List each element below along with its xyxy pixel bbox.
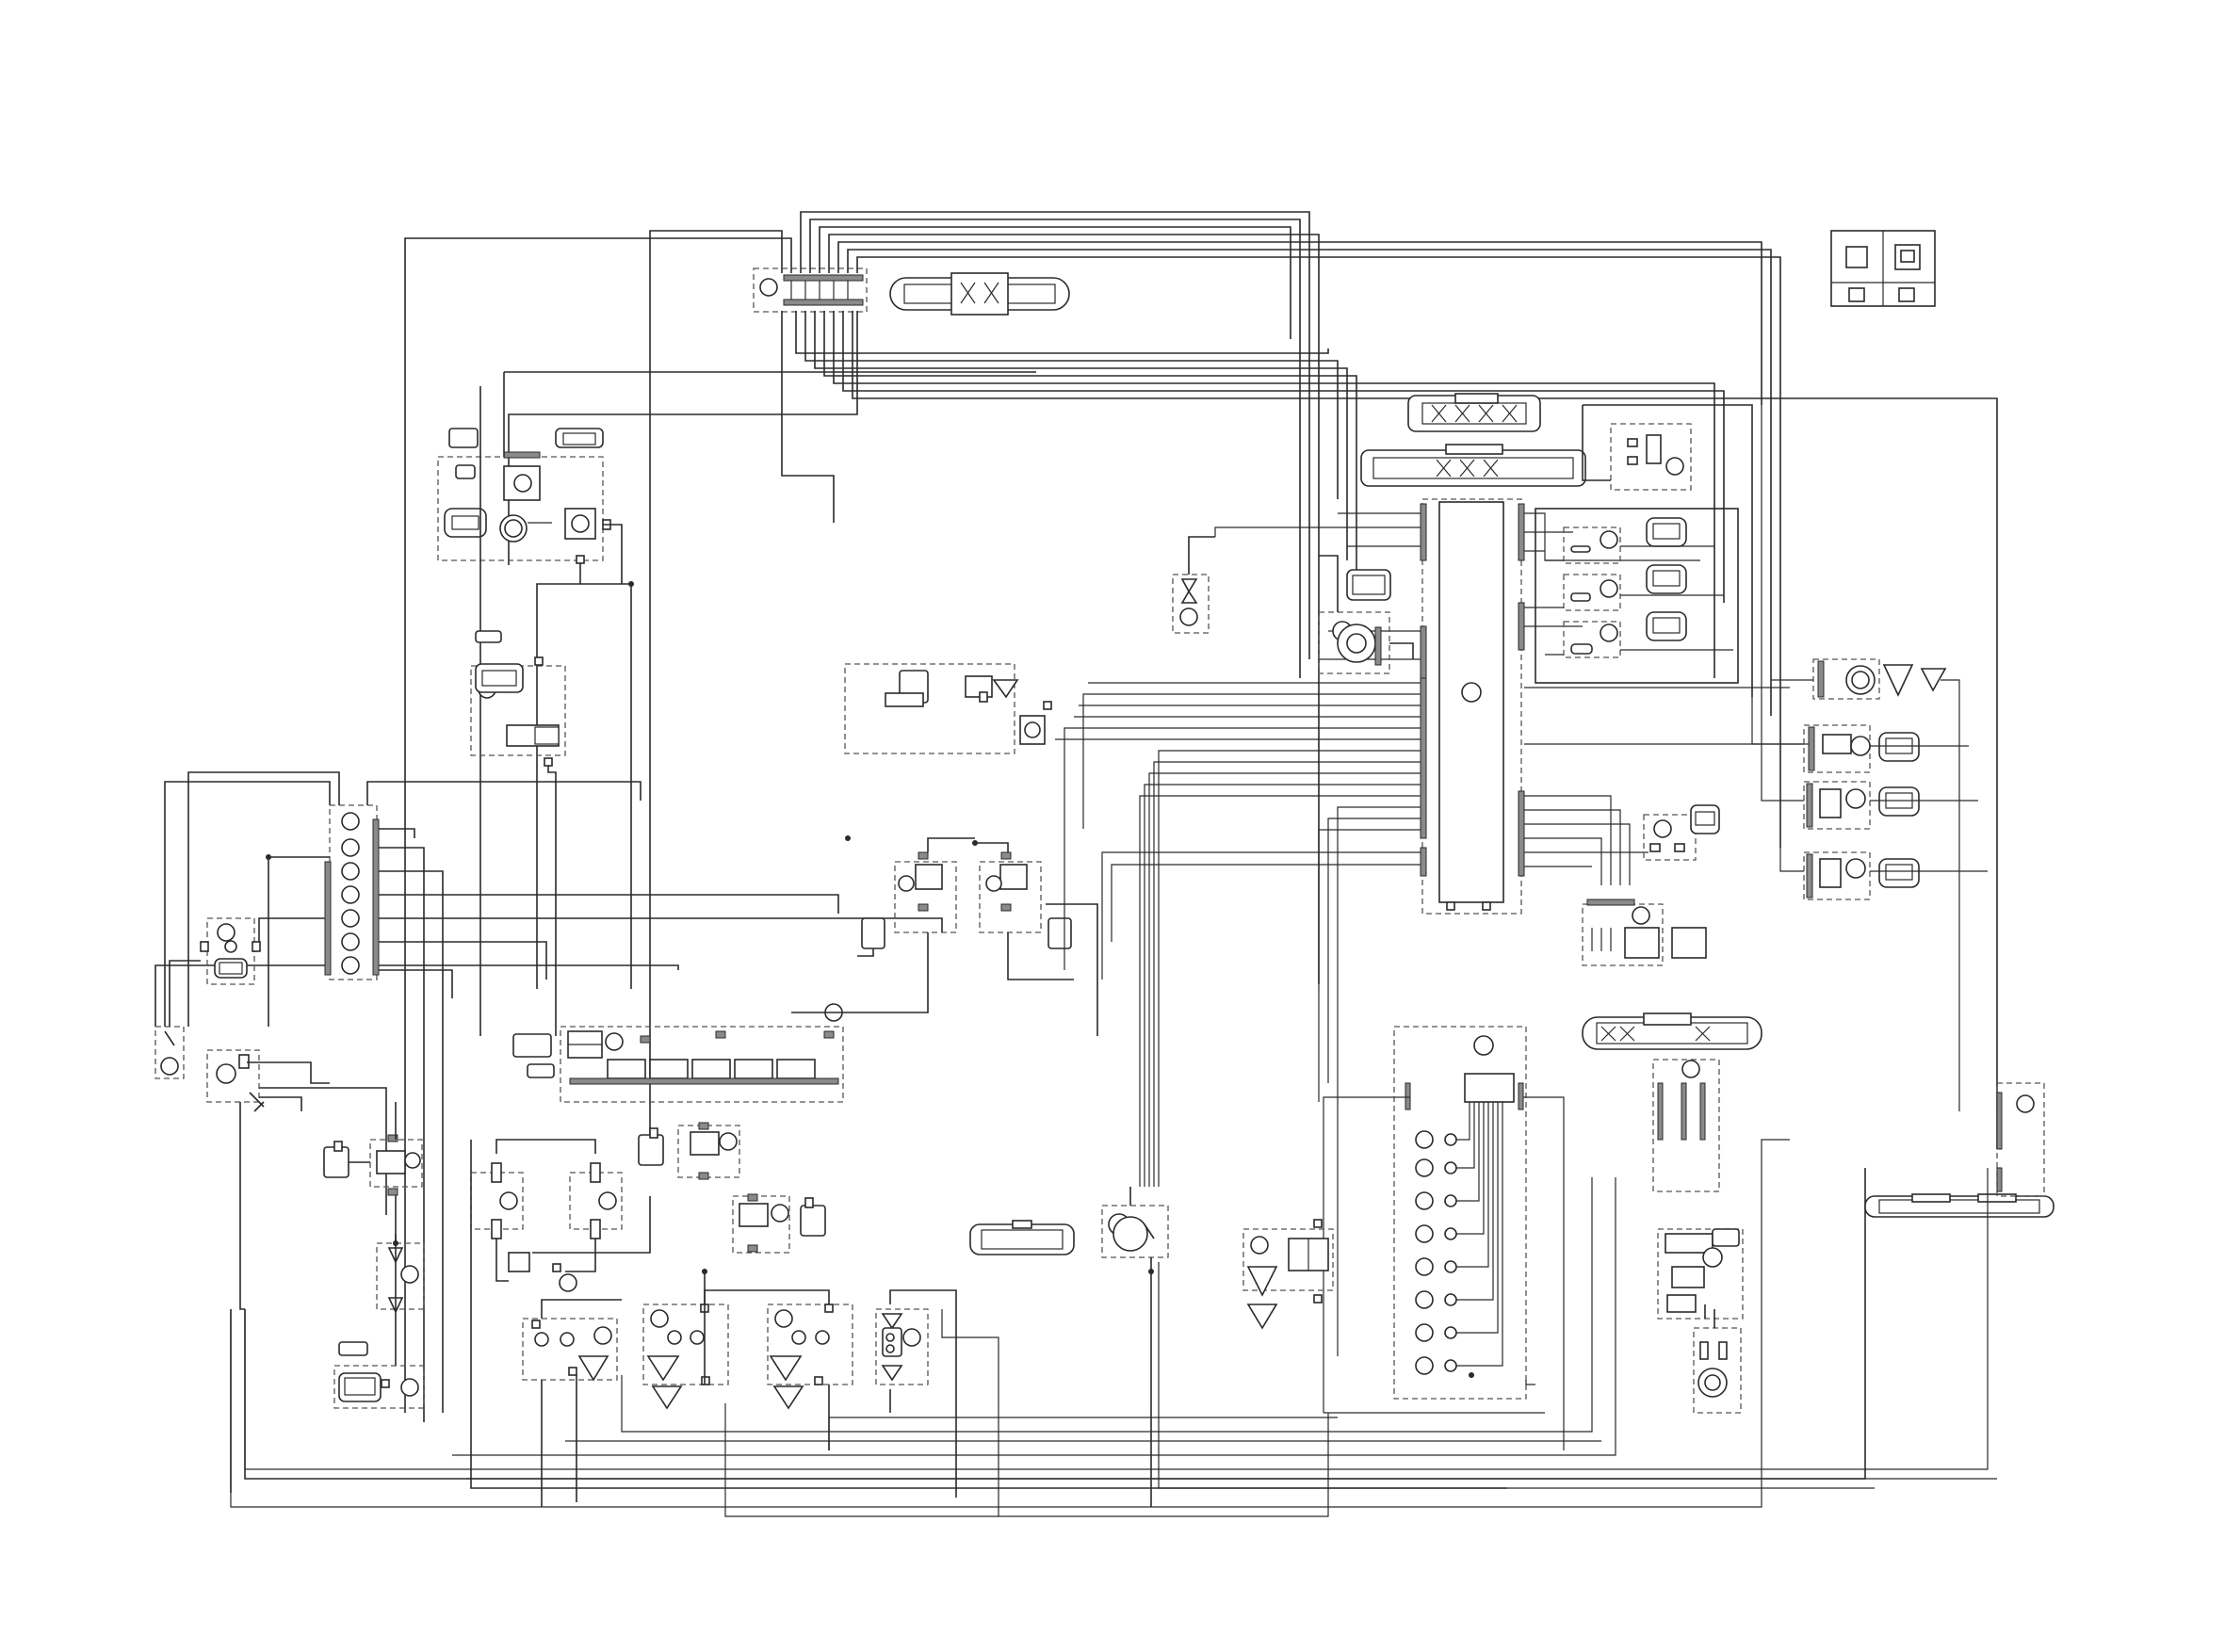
switch-block-right (1582, 899, 1707, 966)
ecu-wires-left (1055, 512, 1421, 1356)
ecu-connector-upper (1407, 393, 1541, 432)
meter-connector-right (1582, 1012, 1762, 1050)
main-switch (200, 917, 261, 985)
battery (206, 1049, 260, 1103)
throttle-position-sensor (1172, 574, 1210, 634)
relay-headlight (844, 663, 1052, 754)
battery-fuse (154, 960, 201, 1079)
fuse-box (324, 804, 380, 980)
coupler-right-large (1864, 1193, 2054, 1218)
ecu-module (1420, 498, 1525, 915)
indicator-lamps-column (1415, 1130, 1457, 1375)
ignition-coil (969, 1205, 1169, 1258)
horn (333, 1341, 425, 1409)
relay-unit-center (638, 1122, 740, 1180)
connector-symbol-female-icon (1845, 246, 1868, 268)
coupler-top-long (889, 272, 1070, 316)
legend-box (1830, 230, 1936, 307)
fuel-pump (1318, 569, 1391, 674)
outer-wire-runs (230, 1139, 1997, 1517)
diode-group-left (376, 1234, 425, 1366)
wire-bundle-top (404, 211, 1998, 1413)
meter-assembly (1393, 1026, 1527, 1400)
starter-relay (323, 1134, 423, 1196)
meter-wires (1323, 1096, 1565, 1450)
switch-group-left (470, 1162, 623, 1292)
starter-motor (1652, 1059, 1720, 1192)
rectifier-regulator (1657, 1228, 1744, 1320)
junction-dots (266, 581, 1474, 1378)
sensor-connectors-right (1803, 658, 1947, 900)
main-harness-connector-top (753, 267, 868, 313)
connector-far-right (1996, 1082, 2045, 1197)
turn-signals (875, 1308, 929, 1385)
relay-unit-left (512, 1003, 844, 1103)
lamp-group-bottom (522, 1318, 618, 1382)
relay-unit-center-2 (732, 1193, 826, 1254)
switch-unit-left (470, 630, 566, 767)
ecu-wires-right (1524, 512, 1809, 885)
speed-sensor (1643, 804, 1720, 861)
license-light (767, 1304, 853, 1410)
ecu-connector-lower (1360, 444, 1586, 487)
fuse-box-wires (154, 771, 943, 1422)
switch-cluster-top-left (437, 428, 611, 564)
tail-light (642, 1304, 729, 1410)
relay-block-center (1242, 1219, 1334, 1330)
relay-center-twin (861, 851, 1072, 949)
battery-right (1693, 1327, 1742, 1414)
